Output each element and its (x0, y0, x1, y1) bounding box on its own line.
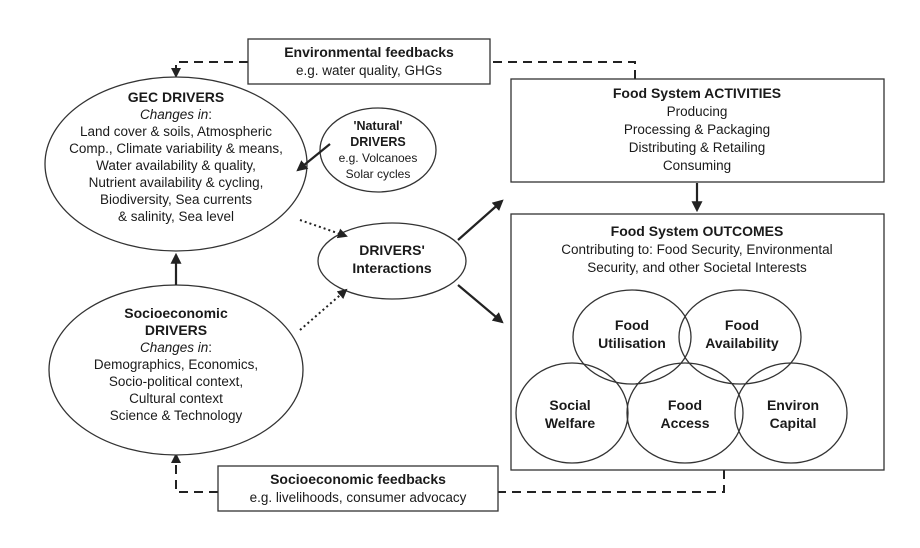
socioeconomic-feedback-connector (171, 453, 725, 493)
interactions-to-activities-arrow (457, 199, 504, 241)
gec-changes-label: Changes in: (140, 107, 212, 122)
environmental-feedbacks-box: Environmental feedbacks e.g. water quali… (247, 38, 491, 85)
outcomes-description-line: Security, and other Societal Interests (587, 260, 807, 275)
natural-to-gec-arrow (296, 143, 331, 172)
gec-driver-line: Biodiversity, Sea currents (100, 192, 252, 207)
environ-capital-circle (734, 362, 848, 464)
outcomes-title: Food System OUTCOMES (611, 223, 784, 239)
drivers-interactions-title: DRIVERS' (359, 242, 425, 258)
food-utilisation-label: Food (615, 317, 649, 333)
socio-driver-line: Science & Technology (110, 408, 243, 423)
natural-driver-line: Solar cycles (346, 167, 411, 181)
food-utilisation-label: Utilisation (598, 335, 666, 351)
drivers-interactions-subtitle: Interactions (352, 260, 432, 276)
social-welfare-circle (515, 362, 629, 464)
interactions-to-outcomes-arrow (457, 284, 504, 324)
gec-driver-line: Comp., Climate variability & means, (69, 141, 283, 156)
socioeconomic-drivers-node: Socioeconomic DRIVERS Changes in: Demogr… (48, 284, 304, 456)
socioeconomic-drivers-subtitle: DRIVERS (145, 322, 207, 338)
food-access-label: Access (660, 415, 709, 431)
food-system-activities-box: Food System ACTIVITIES Producing Process… (510, 78, 885, 183)
gec-driver-line: Land cover & soils, Atmospheric (80, 124, 272, 139)
socioeconomic-drivers-title: Socioeconomic (124, 305, 228, 321)
gec-driver-line: & salinity, Sea level (118, 209, 234, 224)
socioeconomic-feedbacks-box: Socioeconomic feedbacks e.g. livelihoods… (217, 465, 499, 512)
natural-drivers-node: 'Natural' DRIVERS e.g. Volcanoes Solar c… (319, 107, 437, 193)
gec-driver-line: Nutrient availability & cycling, (89, 175, 264, 190)
food-availability-circle (678, 289, 802, 385)
socio-changes-label: Changes in: (140, 340, 212, 355)
gec-drivers-title: GEC DRIVERS (128, 89, 224, 105)
social-welfare-label: Social (549, 397, 590, 413)
activity-item: Producing (667, 104, 728, 119)
environmental-feedbacks-title: Environmental feedbacks (284, 44, 454, 60)
food-availability-label: Food (725, 317, 759, 333)
gec-to-interactions-arrow (299, 219, 348, 239)
socio-driver-line: Cultural context (129, 391, 223, 406)
gec-driver-line: Water availability & quality, (96, 158, 256, 173)
food-access-circle (626, 362, 744, 464)
drivers-interactions-node: DRIVERS' Interactions (317, 222, 467, 300)
activities-title: Food System ACTIVITIES (613, 85, 781, 101)
food-access-label: Food (668, 397, 702, 413)
socioeconomic-feedbacks-subtitle: e.g. livelihoods, consumer advocacy (250, 490, 467, 505)
social-welfare-label: Welfare (545, 415, 596, 431)
outcomes-description-line: Contributing to: Food Security, Environm… (561, 242, 832, 257)
natural-drivers-subtitle: DRIVERS (350, 135, 406, 149)
gec-drivers-node: GEC DRIVERS Changes in: Land cover & soi… (44, 76, 308, 252)
socio-to-interactions-arrow (299, 288, 348, 331)
activity-item: Consuming (663, 158, 731, 173)
socio-driver-line: Socio-political context, (109, 374, 243, 389)
environ-capital-label: Capital (770, 415, 817, 431)
environ-capital-label: Environ (767, 397, 819, 413)
activity-item: Distributing & Retailing (629, 140, 766, 155)
natural-drivers-title: 'Natural' (353, 119, 402, 133)
environmental-feedbacks-subtitle: e.g. water quality, GHGs (296, 63, 442, 78)
food-utilisation-circle (572, 289, 692, 385)
natural-driver-line: e.g. Volcanoes (339, 151, 418, 165)
food-system-outcomes-box: Food System OUTCOMES Contributing to: Fo… (510, 213, 885, 471)
environmental-feedback-connector (171, 61, 636, 79)
food-availability-label: Availability (705, 335, 779, 351)
activity-item: Processing & Packaging (624, 122, 770, 137)
socio-driver-line: Demographics, Economics, (94, 357, 258, 372)
socioeconomic-feedbacks-title: Socioeconomic feedbacks (270, 471, 446, 487)
